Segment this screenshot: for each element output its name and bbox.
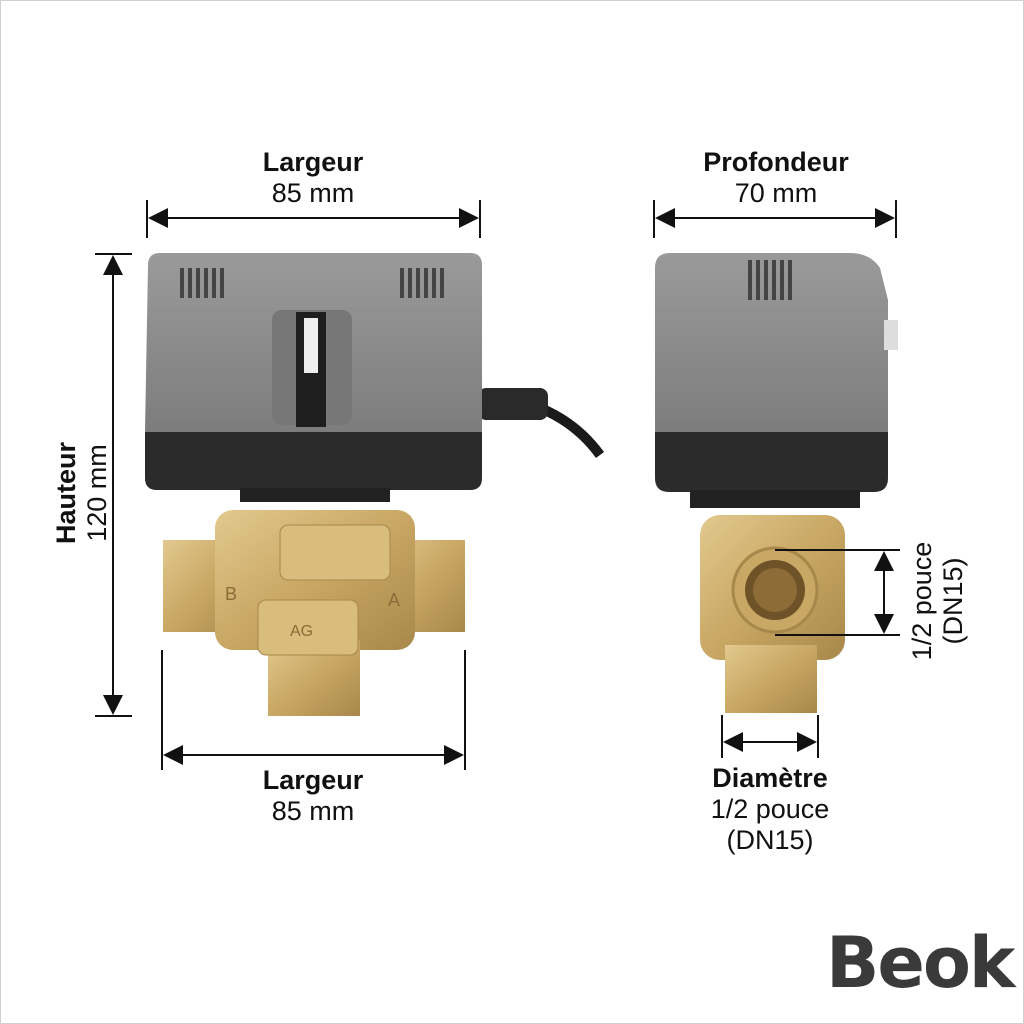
height-title: Hauteur bbox=[51, 442, 81, 545]
brand-logo: Beok bbox=[826, 922, 1015, 1004]
cable-gland bbox=[478, 388, 548, 420]
port-size-label: 1/2 pouce (DN15) bbox=[907, 511, 973, 691]
height-value: 120 mm bbox=[82, 444, 113, 542]
width-top-title: Largeur bbox=[262, 147, 364, 177]
marking-a: A bbox=[388, 590, 400, 610]
width-bottom-value: 85 mm bbox=[271, 796, 355, 827]
dimension-lines bbox=[95, 200, 900, 770]
side-actuator-housing bbox=[655, 253, 888, 432]
side-valve bbox=[655, 253, 898, 713]
diameter-line2: (DN15) bbox=[726, 825, 814, 856]
side-actuator-base bbox=[655, 432, 888, 492]
side-vent bbox=[748, 260, 792, 300]
diameter-line1: 1/2 pouce bbox=[710, 794, 830, 825]
depth-title: Profondeur bbox=[703, 147, 849, 177]
width-bottom-label: Largeur 85 mm bbox=[213, 765, 413, 827]
front-valve: B A AG bbox=[145, 253, 605, 716]
diameter-label: Diamètre 1/2 pouce (DN15) bbox=[670, 763, 870, 856]
port-size-line1: 1/2 pouce bbox=[907, 541, 937, 661]
port-size-line2: (DN15) bbox=[938, 557, 969, 645]
vent-left bbox=[180, 268, 224, 298]
actuator-base bbox=[145, 432, 482, 490]
width-bottom-title: Largeur bbox=[262, 765, 364, 795]
diameter-title: Diamètre bbox=[712, 763, 828, 793]
marking-code: AG bbox=[290, 623, 313, 640]
depth-label: Profondeur 70 mm bbox=[676, 147, 876, 209]
side-port-bottom bbox=[725, 645, 817, 713]
depth-value: 70 mm bbox=[734, 178, 818, 209]
width-top-value: 85 mm bbox=[271, 178, 355, 209]
height-label: Hauteur 120 mm bbox=[51, 393, 117, 593]
vent-right bbox=[400, 268, 444, 298]
width-top-label: Largeur 85 mm bbox=[213, 147, 413, 209]
marking-b: B bbox=[225, 584, 237, 604]
